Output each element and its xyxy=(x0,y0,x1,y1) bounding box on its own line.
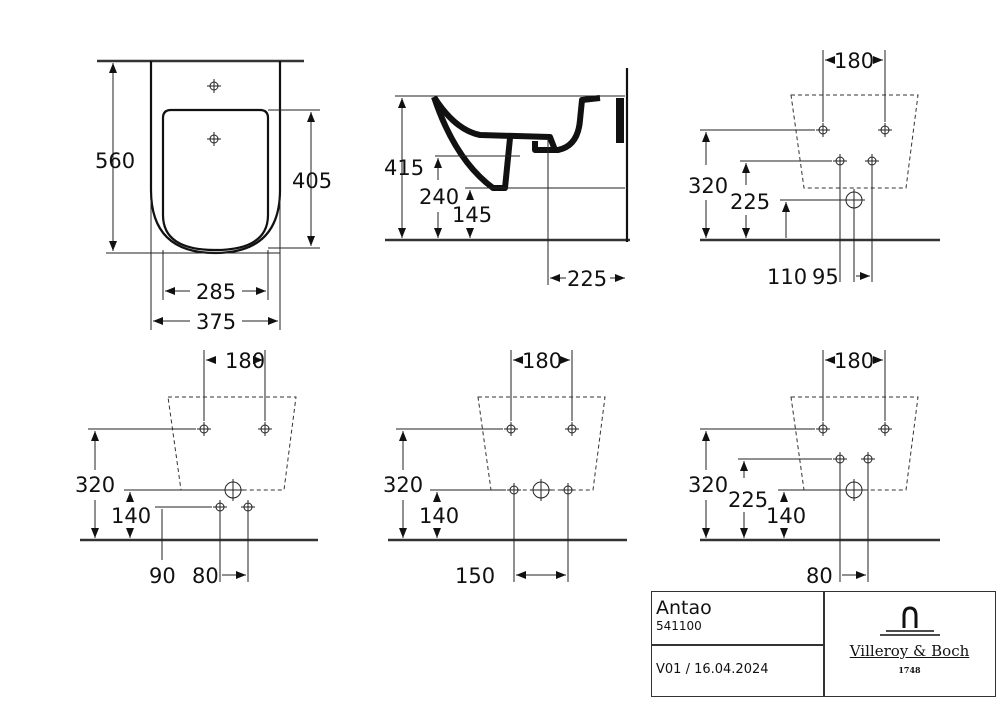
dim-spacing: 180 xyxy=(522,349,562,373)
dim-offset-b: 95 xyxy=(812,265,839,289)
dim-spacing: 180 xyxy=(225,349,265,373)
front-view: 560 405 285 375 xyxy=(95,59,332,334)
dim-spacing: 180 xyxy=(834,49,874,73)
dim-upper: 320 xyxy=(688,473,728,497)
installation-view-3: 180 320 140 150 xyxy=(383,349,627,588)
installation-view-1: 180 320 225 110 95 xyxy=(688,49,940,289)
dim-upper: 320 xyxy=(75,473,115,497)
brand-year: 1748 xyxy=(898,665,921,675)
dim-lower: 140 xyxy=(111,504,151,528)
dim-offset-a: 90 xyxy=(149,564,176,588)
brand-name: Villeroy & Boch xyxy=(849,642,970,660)
dim-bowl-height: 405 xyxy=(292,169,332,193)
dim-offset: 150 xyxy=(455,564,495,588)
product-name: Antao xyxy=(656,597,712,619)
title-block: Antao 541100 V01 / 16.04.2024 Villeroy &… xyxy=(651,591,996,697)
dim-spacing: 180 xyxy=(834,349,874,373)
brand-logo: Villeroy & Boch 1748 xyxy=(824,592,995,696)
dim-offset: 80 xyxy=(806,564,833,588)
product-code: 541100 xyxy=(656,619,702,633)
installation-view-2: 180 320 140 90 80 xyxy=(75,349,318,588)
version-date: V01 / 16.04.2024 xyxy=(656,662,769,677)
dim-lower: 225 xyxy=(730,190,770,214)
dim-lower: 140 xyxy=(766,504,806,528)
dim-side-low: 145 xyxy=(452,203,492,227)
side-view: 415 240 145 225 xyxy=(384,68,630,291)
dim-upper: 320 xyxy=(383,473,423,497)
dim-offset-b: 80 xyxy=(192,564,219,588)
installation-view-4: 180 320 225 140 80 xyxy=(688,349,940,588)
dim-offset-a: 110 xyxy=(767,265,807,289)
dim-mid: 225 xyxy=(728,488,768,512)
dim-bowl-width: 285 xyxy=(196,280,236,304)
dim-lower: 140 xyxy=(419,504,459,528)
dim-width: 375 xyxy=(196,310,236,334)
dim-side-height: 415 xyxy=(384,156,424,180)
dim-side-depth: 225 xyxy=(567,267,607,291)
fountain-logo-icon xyxy=(880,606,940,636)
dim-upper: 320 xyxy=(688,174,728,198)
dim-height: 560 xyxy=(95,149,135,173)
dim-side-mid: 240 xyxy=(419,185,459,209)
